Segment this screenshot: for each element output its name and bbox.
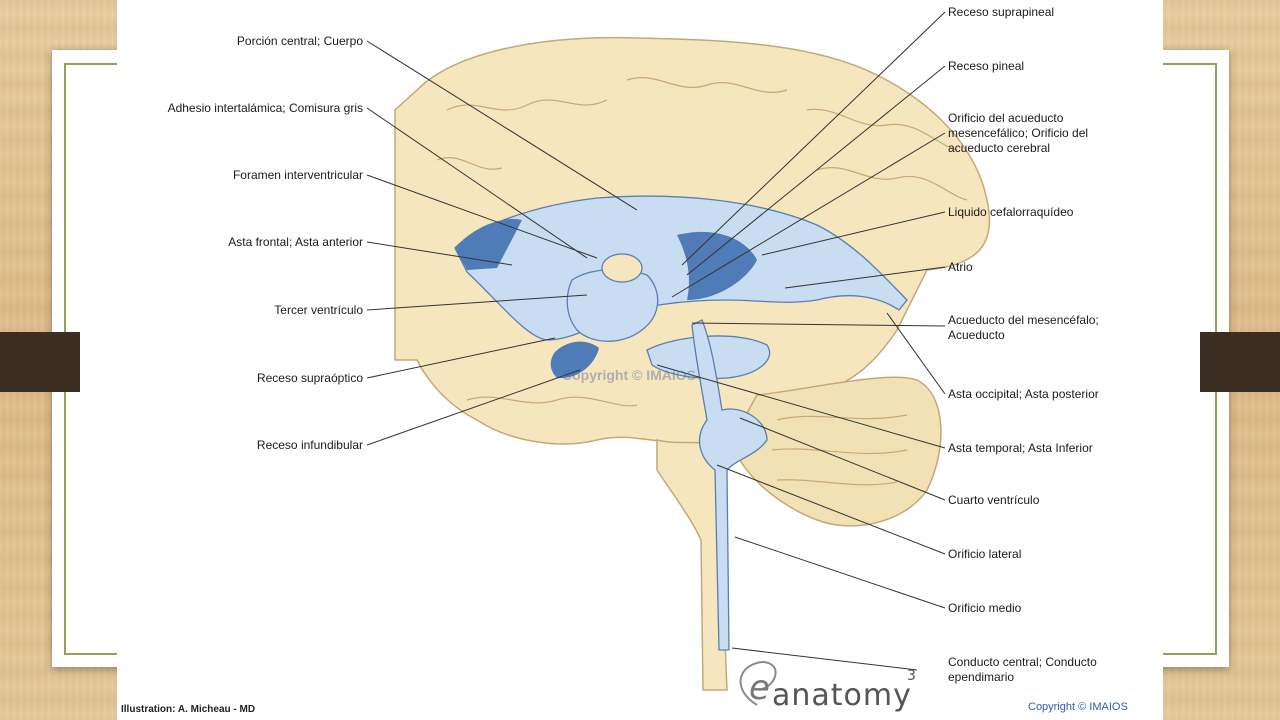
logo-anatomy: anatomy	[772, 678, 912, 713]
slide-tab-right	[1200, 332, 1280, 392]
brain-illustration	[366, 11, 991, 706]
label-orificio-lateral: Orificio lateral	[948, 547, 1022, 561]
label-liquido-cefalorraquideo: Liquido cefalorraquídeo	[948, 205, 1074, 219]
label-acueducto-mesencefalo: Acueducto del mesencéfalo; Acueducto	[948, 313, 1099, 342]
logo-swirl	[739, 660, 777, 706]
label-asta-frontal: Asta frontal; Asta anterior	[228, 235, 363, 249]
illustration-credit: Illustration: A. Micheau - MD	[121, 704, 256, 715]
infundibular-dark	[550, 341, 599, 379]
label-asta-temporal: Asta temporal; Asta Inferior	[948, 441, 1093, 455]
interthalamic-adhesion	[601, 253, 643, 283]
label-adhesio-intertalamica: Adhesio intertalámica; Comisura gris	[167, 101, 363, 115]
label-conducto-central: Conducto central; Conducto ependimario	[948, 655, 1097, 684]
copyright-notice: Copyright © IMAIOS	[1028, 701, 1128, 713]
label-atrio: Atrio	[948, 260, 973, 274]
slide-tab-left	[0, 332, 80, 392]
label-foramen-interventricular: Foramen interventricular	[232, 168, 363, 182]
label-orificio-medio: Orificio medio	[948, 601, 1022, 615]
label-receso-supraoptico: Receso supraóptico	[256, 371, 363, 385]
occipital-dark	[677, 231, 757, 300]
logo-small-e: e	[749, 668, 771, 708]
watermark-text: Copyright © IMAIOS	[562, 367, 696, 383]
label-receso-suprapineal: Receso suprapineal	[948, 5, 1055, 19]
brain-ventricles-figure: Copyright © IMAIOS Porción central; Cuer…	[117, 0, 1163, 720]
label-cuarto-ventriculo: Cuarto ventrículo	[948, 493, 1040, 507]
label-orificio-acueducto: Orificio del acueducto mesencefálico; Or…	[948, 111, 1089, 155]
frontal-horn-dark	[455, 218, 522, 270]
logo-mark-3: 3	[907, 668, 917, 684]
label-receso-infundibular: Receso infundibular	[256, 438, 363, 452]
label-receso-pineal: Receso pineal	[948, 59, 1025, 73]
label-asta-occipital: Asta occipital; Asta posterior	[948, 387, 1099, 401]
aqueduct-fourth-ventricle	[691, 319, 768, 651]
label-porcion-central: Porción central; Cuerpo	[236, 34, 363, 48]
label-tercer-ventriculo: Tercer ventrículo	[274, 303, 363, 317]
brainstem	[656, 439, 728, 691]
